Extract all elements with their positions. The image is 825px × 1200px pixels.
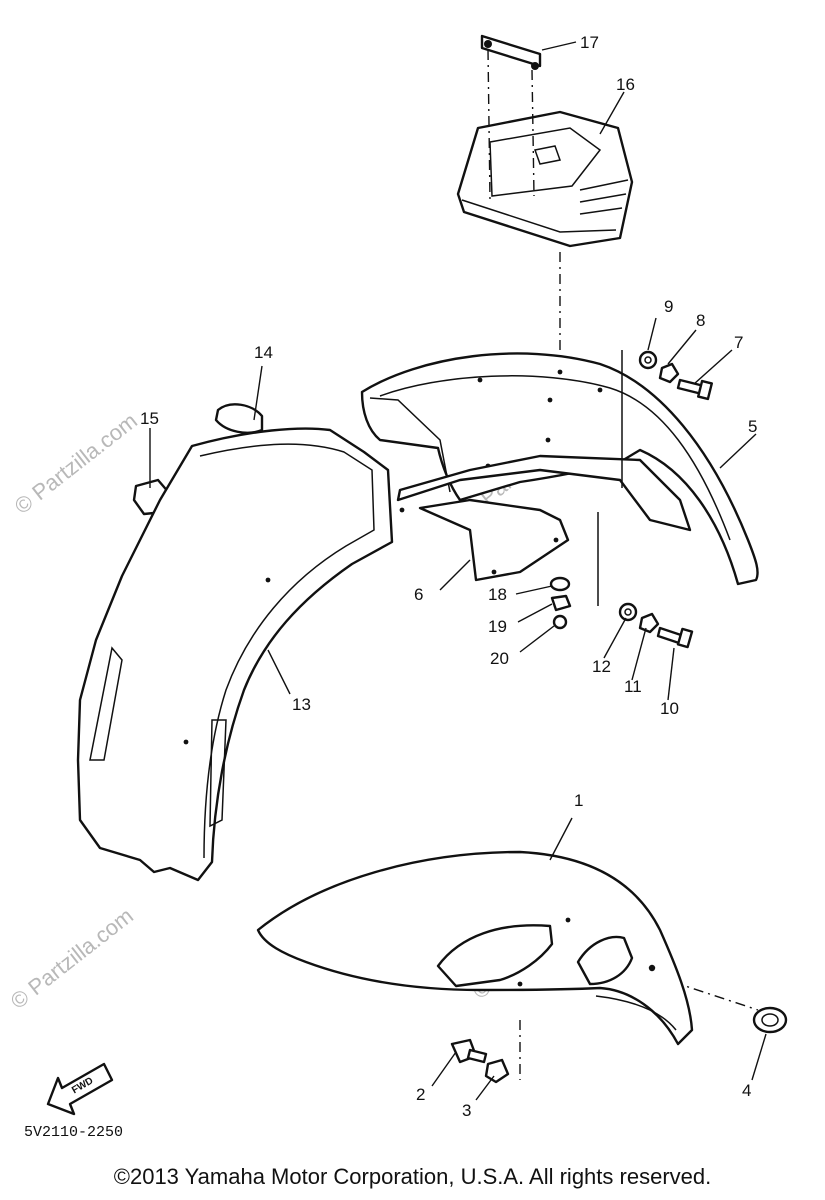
part-20-nut [552, 614, 568, 630]
callout-20: 20 [490, 649, 509, 668]
part-3-nut [484, 1058, 510, 1084]
callout-19: 19 [488, 617, 507, 636]
part-7-bolt [676, 378, 713, 401]
part-2-bolt [450, 1038, 488, 1064]
callout-9: 9 [664, 297, 673, 316]
callout-1: 1 [574, 791, 583, 810]
callout-6: 6 [414, 585, 423, 604]
callout-15: 15 [140, 409, 159, 428]
part-18-nut [549, 576, 571, 592]
callout-12: 12 [592, 657, 611, 676]
callout-18: 18 [488, 585, 507, 604]
part-17-bracket [480, 34, 542, 70]
forward-arrow-icon: FWD [46, 1062, 114, 1116]
watermark: © Partzilla.com [6, 903, 138, 1014]
copyright-notice: ©2013 Yamaha Motor Corporation, U.S.A. A… [113, 1164, 712, 1189]
callout-5: 5 [748, 417, 757, 436]
part-11-nut [638, 612, 660, 634]
callout-4: 4 [742, 1081, 751, 1100]
callout-2: 2 [416, 1085, 425, 1104]
part-10-bolt [656, 626, 694, 649]
callout-3: 3 [462, 1101, 471, 1120]
callout-17: 17 [580, 33, 599, 52]
callout-10: 10 [660, 699, 679, 718]
part-8-nut [658, 362, 680, 384]
part-14-clip [214, 403, 264, 434]
part-13-rear-fender-lower [76, 427, 394, 882]
part-1-front-fender [256, 850, 694, 1046]
watermark: © Partzilla.com [10, 408, 142, 519]
callout-13: 13 [292, 695, 311, 714]
part-4-grommet [752, 1006, 788, 1034]
callout-11: 11 [624, 677, 642, 696]
part-6-inner-fender [396, 454, 692, 582]
diagram-code: 5V2110-2250 [24, 1124, 123, 1141]
callout-8: 8 [696, 311, 705, 330]
callout-14: 14 [254, 343, 273, 362]
callout-7: 7 [734, 333, 743, 352]
part-16-tail-light [456, 110, 634, 248]
part-9-washer [638, 350, 658, 370]
part-19-nut [550, 594, 572, 612]
callout-16: 16 [616, 75, 635, 94]
part-12-washer [618, 602, 638, 622]
